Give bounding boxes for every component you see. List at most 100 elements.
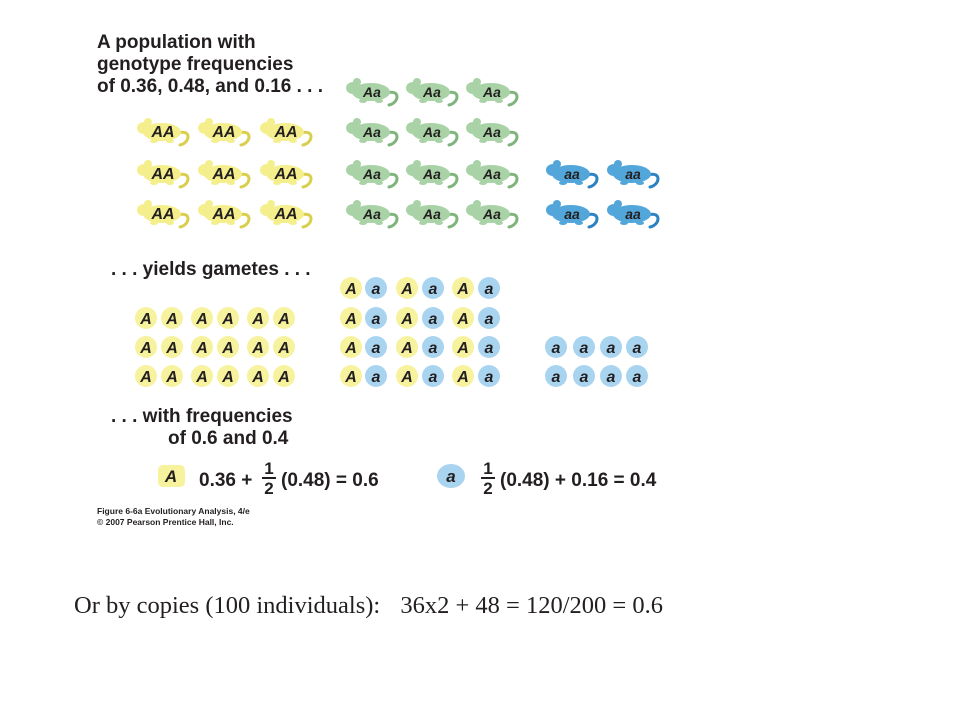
mouse-genotype-label: Aa: [422, 84, 441, 100]
gamete-A: A: [191, 307, 213, 329]
mouse-genotype-label: AA: [273, 206, 297, 223]
mouse-AA: AA: [260, 118, 313, 147]
population-heading: A population with genotype frequencies o…: [97, 32, 323, 98]
gamete-allele-label: a: [552, 369, 561, 386]
mouse-genotype-label: aa: [625, 166, 641, 182]
gamete-A: A: [340, 307, 362, 329]
gamete-a: a: [478, 277, 500, 299]
population-heading-line-1: A population with: [97, 32, 256, 53]
allele-a-swatch: [437, 464, 465, 488]
mouse-Aa: Aa: [466, 160, 519, 189]
gamete-a: a: [573, 336, 595, 358]
mouse-Aa: Aa: [466, 200, 519, 229]
mouse-genotype-label: Aa: [482, 166, 501, 182]
gamete-allele-label: a: [429, 340, 438, 357]
equation-a-allele: a: [446, 467, 455, 486]
gamete-allele-label: A: [344, 340, 357, 357]
mouse-genotype-label: Aa: [422, 206, 441, 222]
gamete-a: a: [422, 365, 444, 387]
gamete-a: a: [478, 336, 500, 358]
gamete-A: A: [452, 336, 474, 358]
gamete-A: A: [191, 365, 213, 387]
gamete-A: A: [247, 336, 269, 358]
mouse-genotype-label: AA: [273, 124, 297, 141]
gamete-allele-label: A: [400, 369, 413, 386]
gamete-a: a: [600, 336, 622, 358]
frequencies-heading-line-2: of 0.6 and 0.4: [168, 428, 289, 449]
mouse-AA: AA: [198, 200, 251, 229]
gamete-allele-label: a: [372, 281, 381, 298]
equation-A-prefix: 0.36 +: [199, 470, 252, 491]
mouse-Aa: Aa: [346, 118, 399, 147]
mouse-genotype-label: AA: [150, 124, 174, 141]
gamete-a: a: [626, 336, 648, 358]
mouse-genotype-label: AA: [211, 166, 235, 183]
equation-A-allele: A: [164, 467, 177, 486]
gamete-allele-label: a: [485, 369, 494, 386]
gamete-a: a: [478, 307, 500, 329]
frequencies-heading-line-1: . . . with frequencies: [111, 406, 293, 427]
gamete-A: A: [217, 307, 239, 329]
equation-a-frac-den: 2: [483, 479, 492, 498]
equations: A 0.36 + 1 2 (0.48) = 0.6 a 1 2 (0.48) +…: [158, 459, 657, 498]
equation-A-frac-num: 1: [264, 459, 273, 478]
mouse-AA: AA: [260, 200, 313, 229]
gamete-A: A: [191, 336, 213, 358]
mouse-genotype-label: Aa: [422, 166, 441, 182]
mouse-aa: aa: [607, 200, 660, 229]
equation-A-frac-den: 2: [264, 479, 273, 498]
mouse-Aa: Aa: [346, 78, 399, 107]
gamete-allele-label: a: [552, 340, 561, 357]
gamete-allele-label: a: [485, 311, 494, 328]
gamete-A: A: [247, 307, 269, 329]
mouse-AA: AA: [198, 160, 251, 189]
gamete-a: a: [545, 336, 567, 358]
gamete-allele-label: a: [429, 311, 438, 328]
mouse-aa: aa: [607, 160, 660, 189]
gamete-allele-label: A: [139, 369, 152, 386]
population-heading-line-2: genotype frequencies: [97, 54, 294, 75]
mouse-Aa: Aa: [466, 78, 519, 107]
credit-line-2: © 2007 Pearson Prentice Hall, Inc.: [97, 517, 234, 527]
mouse-Aa: Aa: [346, 160, 399, 189]
frequencies-heading: . . . with frequencies of 0.6 and 0.4: [111, 406, 293, 450]
gamete-allele-label: A: [139, 311, 152, 328]
gamete-A: A: [217, 336, 239, 358]
gamete-A: A: [135, 336, 157, 358]
gamete-A: A: [340, 365, 362, 387]
population-heading-line-3: of 0.36, 0.48, and 0.16 . . .: [97, 76, 323, 97]
mouse-aa: aa: [546, 160, 599, 189]
gamete-allele-label: A: [195, 340, 208, 357]
gamete-allele-label: a: [607, 369, 616, 386]
mouse-genotype-label: AA: [150, 166, 174, 183]
mouse-aa: aa: [546, 200, 599, 229]
mouse-genotype-label: Aa: [362, 84, 381, 100]
gamete-A: A: [247, 365, 269, 387]
footer-label: Or by copies (100 individuals):: [74, 592, 381, 619]
gamete-A: A: [161, 336, 183, 358]
mouse-genotype-label: Aa: [482, 124, 501, 140]
gamete-allele-label: a: [372, 369, 381, 386]
gamete-allele-label: a: [607, 340, 616, 357]
gamete-allele-label: A: [195, 311, 208, 328]
gamete-allele-label: A: [251, 369, 264, 386]
gamete-allele-label: a: [372, 340, 381, 357]
mouse-genotype-label: aa: [564, 206, 580, 222]
gamete-a: a: [422, 277, 444, 299]
mouse-genotype-label: aa: [564, 166, 580, 182]
gamete-allele-label: a: [633, 340, 642, 357]
mouse-genotype-label: AA: [211, 124, 235, 141]
gamete-allele-label: A: [165, 369, 178, 386]
footer-line: Or by copies (100 individuals): 36x2 + 4…: [74, 592, 663, 620]
mouse-Aa: Aa: [346, 200, 399, 229]
gamete-A: A: [161, 307, 183, 329]
credit-line-1: Figure 6-6a Evolutionary Analysis, 4/e: [97, 506, 250, 516]
mouse-Aa: Aa: [466, 118, 519, 147]
gamete-A: A: [452, 277, 474, 299]
gametes-heading-text: . . . yields gametes . . .: [111, 259, 311, 280]
gamete-A: A: [161, 365, 183, 387]
mouse-AA: AA: [198, 118, 251, 147]
gamete-A: A: [135, 307, 157, 329]
gamete-A: A: [273, 307, 295, 329]
